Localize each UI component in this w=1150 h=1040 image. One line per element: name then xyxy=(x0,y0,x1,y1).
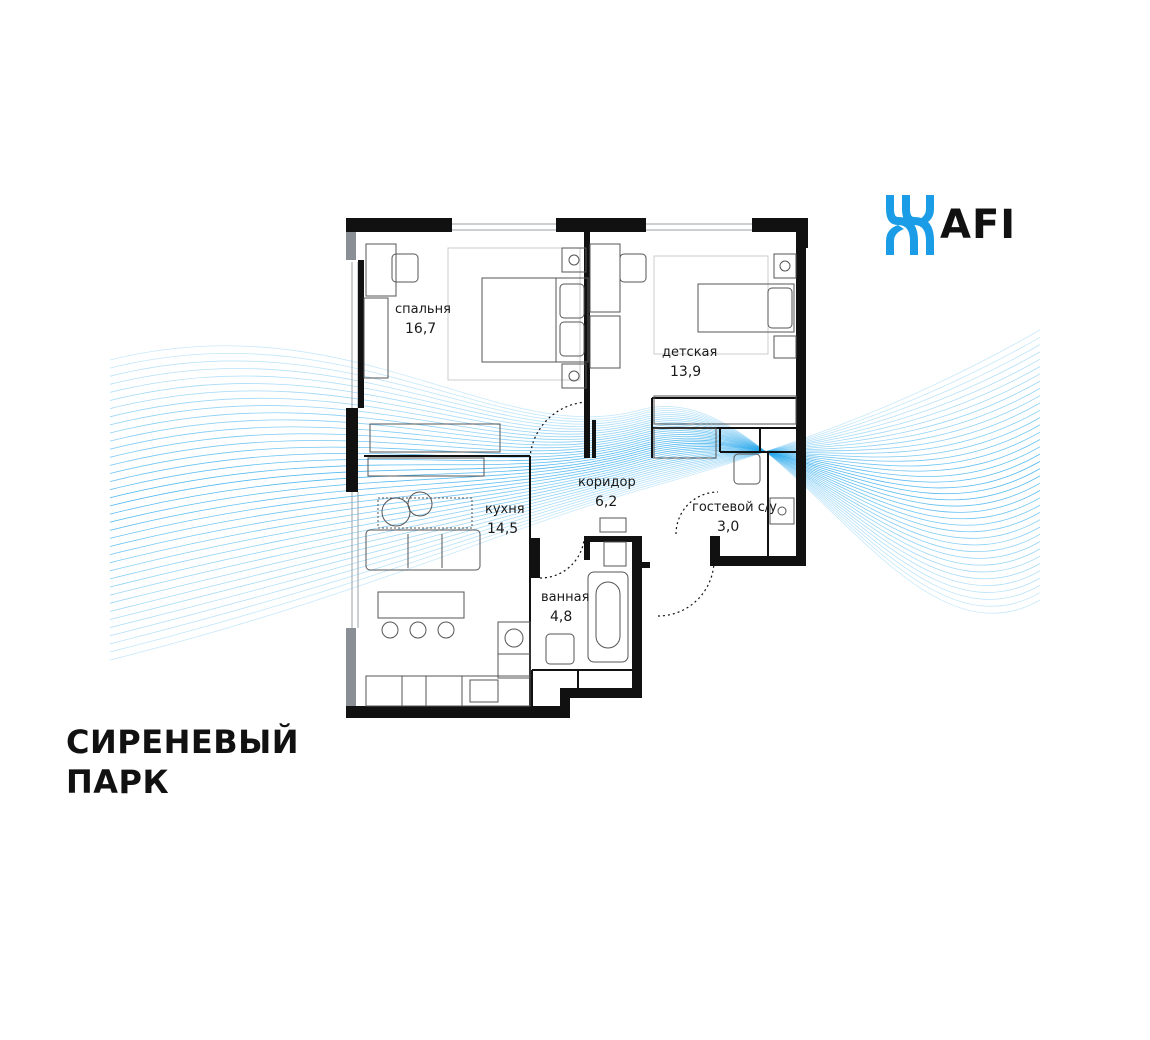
wave-line xyxy=(109,441,1041,507)
door-swings xyxy=(529,401,719,617)
wave-line xyxy=(109,329,1041,661)
window-frames xyxy=(351,223,752,628)
kids-desk xyxy=(589,243,621,313)
wave-line xyxy=(109,431,1041,547)
windows xyxy=(346,220,356,718)
kids-rug xyxy=(653,255,769,355)
wave-line xyxy=(109,375,1041,586)
wave-line xyxy=(109,351,1041,637)
room-labels: спальня 16,7 детская 13,9 кухня 14,5 кор… xyxy=(395,302,777,625)
wave-line xyxy=(109,432,1041,526)
wave-line xyxy=(109,344,1041,645)
wave-line xyxy=(109,442,1041,515)
wave-line xyxy=(109,383,1041,580)
wave-line xyxy=(109,437,1041,507)
project-title-line1: СИРЕНЕВЫЙ xyxy=(66,723,300,761)
wave-line xyxy=(109,390,1041,573)
wave-line xyxy=(109,368,1041,593)
wave-line xyxy=(109,409,1041,572)
room-area-bathroom: 4,8 xyxy=(550,609,572,625)
wave-line xyxy=(109,439,1041,539)
sofa xyxy=(365,529,481,571)
room-area-kitchen: 14,5 xyxy=(487,521,518,537)
wave-line xyxy=(109,366,1041,620)
wave-line xyxy=(109,435,1041,513)
room-label-bathroom: ванная xyxy=(541,590,589,605)
kids-bed xyxy=(697,283,795,333)
bedroom-chair xyxy=(391,253,419,283)
project-title-line2: ПАРК xyxy=(66,763,170,801)
wave-line xyxy=(109,424,1041,555)
bedroom-bed xyxy=(481,277,589,363)
bath-toilet xyxy=(545,633,575,665)
bedroom-tv-stand xyxy=(363,297,389,379)
room-label-guest-wc: гостевой с/у xyxy=(692,500,777,515)
nightstand xyxy=(561,247,587,273)
wave-line xyxy=(109,395,1041,588)
nightstand xyxy=(561,363,587,389)
furniture xyxy=(363,243,797,707)
room-area-kids: 13,9 xyxy=(670,364,701,380)
room-label-bedroom: спальня xyxy=(395,302,451,317)
interior-lines xyxy=(364,397,796,706)
walls xyxy=(346,218,808,718)
afi-logo-icon xyxy=(886,195,934,255)
hall-wardrobe xyxy=(653,427,717,459)
wave-line xyxy=(109,373,1041,612)
wave-line xyxy=(109,419,1041,546)
room-label-kids: детская xyxy=(662,345,717,360)
wave-line xyxy=(109,336,1041,653)
wave-line xyxy=(109,434,1041,520)
wave-line xyxy=(109,360,1041,600)
wave-line xyxy=(109,430,1041,533)
wave-line xyxy=(109,417,1041,564)
room-area-bedroom: 16,7 xyxy=(405,321,436,337)
guest-sink xyxy=(769,497,795,525)
wave-line xyxy=(109,439,1041,501)
wave-line xyxy=(109,446,1041,531)
wave-line xyxy=(109,426,1041,539)
round-table xyxy=(381,497,411,527)
brand-logo: AFI xyxy=(882,190,1016,260)
washing-machine xyxy=(497,621,531,655)
kitchen-counter xyxy=(365,675,531,707)
wave-line xyxy=(109,402,1041,580)
wave-line xyxy=(109,388,1041,596)
wave-line xyxy=(109,352,1041,607)
bedroom-rug xyxy=(447,247,581,381)
room-label-corridor: коридор xyxy=(578,475,636,490)
bathtub xyxy=(587,571,629,663)
wave-line xyxy=(109,345,1041,614)
wave-line xyxy=(109,358,1041,628)
wave-line xyxy=(109,397,1041,566)
project-title: СИРЕНЕВЫЙ ПАРК xyxy=(66,722,299,802)
wave-line xyxy=(109,405,1041,559)
wardrobe xyxy=(369,423,501,453)
guest-toilet xyxy=(733,453,761,485)
wave-line xyxy=(109,412,1041,552)
dining-table xyxy=(377,591,465,619)
room-area-guest-wc: 3,0 xyxy=(717,519,739,535)
kids-wardrobe xyxy=(653,395,797,425)
bedroom-desk xyxy=(365,243,397,297)
wave-line xyxy=(109,380,1041,604)
wave-line xyxy=(109,444,1041,523)
room-area-corridor: 6,2 xyxy=(595,494,617,510)
kids-chair xyxy=(619,253,647,283)
logo-text: AFI xyxy=(940,202,1017,248)
room-label-kitchen: кухня xyxy=(485,502,525,517)
